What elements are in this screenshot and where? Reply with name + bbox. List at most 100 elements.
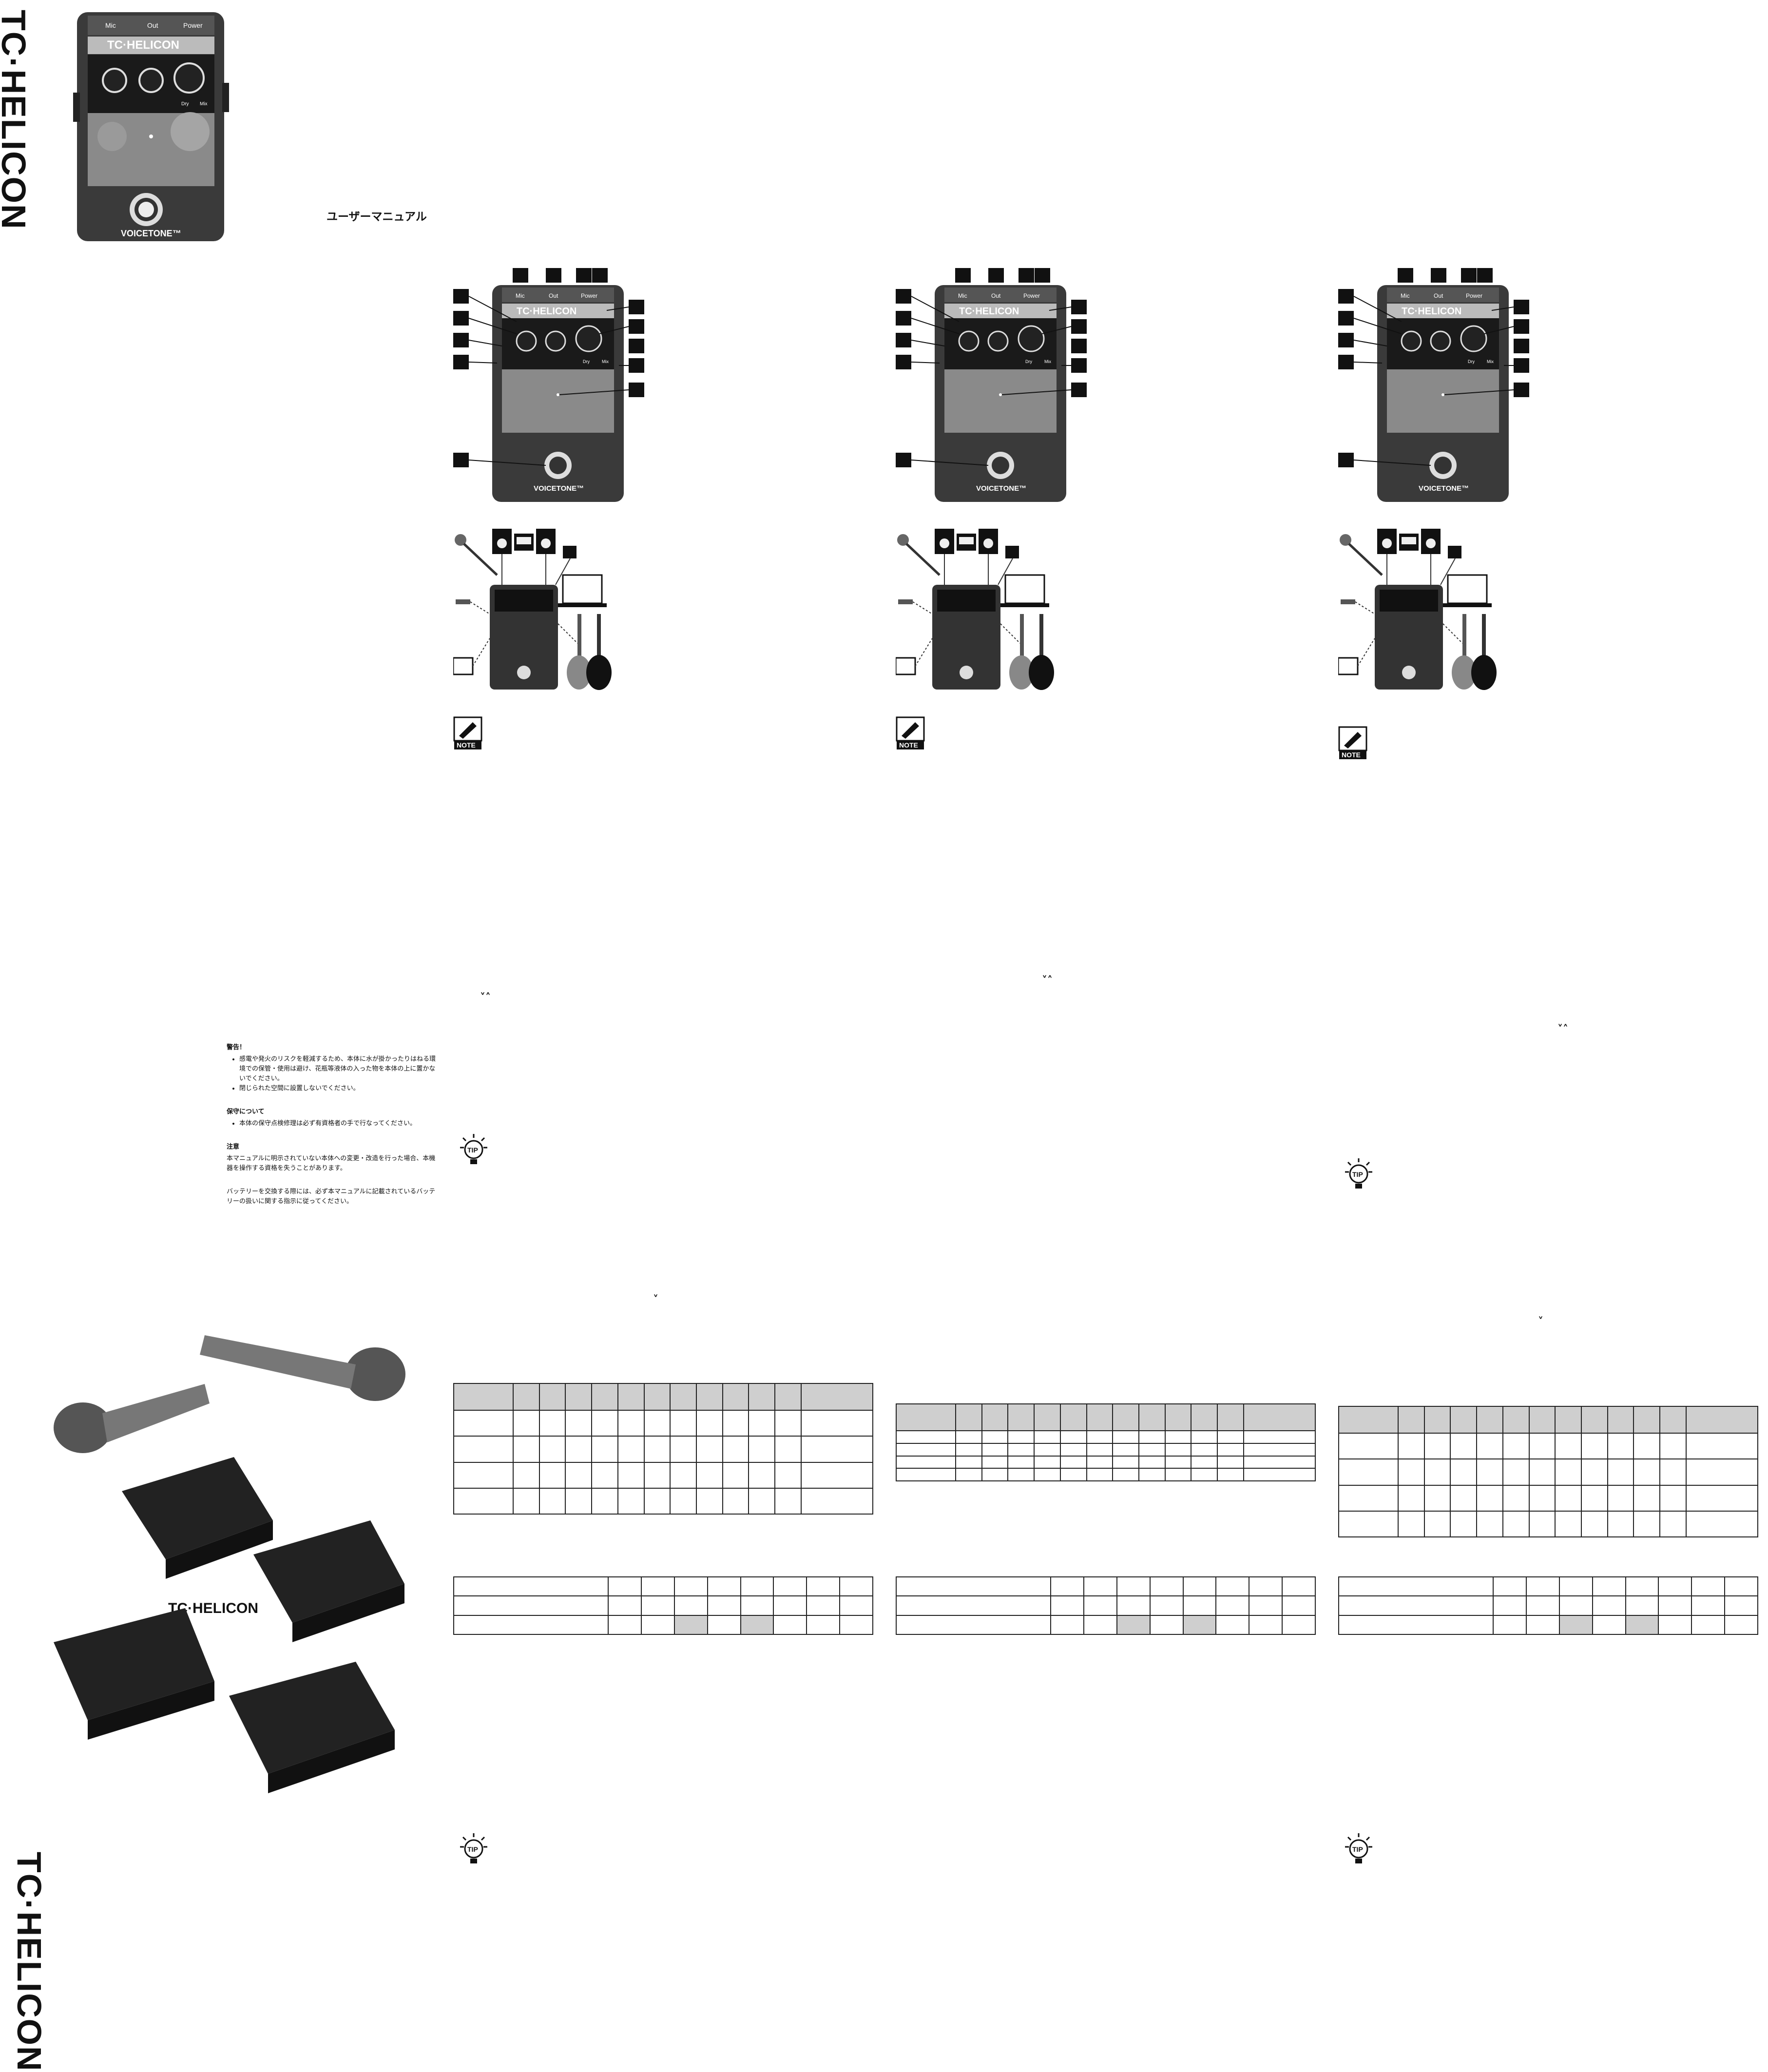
amp-icon [453,657,474,675]
connection-diagram [896,529,1054,690]
down-arrow-icon: ˅ [1538,1316,1543,1328]
laptop-icon [1443,574,1492,607]
cover-pedal-image: Mic Out Power TC·HELICON Dry Mix VOICETO… [73,12,229,241]
guitar-icon [567,614,591,690]
mixer-icon [957,534,976,551]
tip-icon: TIP [460,1833,487,1863]
connection-diagram [453,529,612,690]
product-family-photo: TC·HELICON [54,1335,405,1793]
knob-mix-label: Mix [602,359,609,364]
updown-arrow-icon: ˅˄ [1557,1023,1568,1036]
cover-knob-mix: Mix [200,101,208,107]
speaker-icon [1377,529,1397,554]
manual-panel: Mic Out Power TC·HELICON Dry Mix VOICETO… [453,0,882,2063]
updown-arrow-icon: ˅˄ [480,992,491,1004]
laptop-icon [1000,574,1049,607]
guitar-icon [586,614,612,690]
caution-heading: 注意 [227,1143,240,1151]
down-arrow-icon: ˅ [653,1294,658,1306]
amp-icon [896,657,916,675]
microphone-icon [200,1335,405,1401]
knob-dry-label: Dry [1025,359,1032,364]
cover-jack-out: Out [147,21,158,29]
speaker-icon [536,529,556,554]
updown-arrow-icon: ˅˄ [1042,975,1053,987]
power-adapter-icon [1005,546,1019,558]
pedal-icon [1375,585,1443,690]
cover-product-name: VOICETONE™ [121,229,181,238]
pedal-overview-diagram: Mic Out Power TC·HELICON Dry Mix VOICETO… [1338,268,1529,502]
knob-mix-label: Mix [1487,359,1494,364]
warning-item: 閉じられた空間に設置しないでください。 [239,1084,441,1094]
tip-label: TIP [467,1845,478,1853]
manual-panel: Mic Out Power TC·HELICON Dry Mix VOICETO… [896,0,1325,2063]
laptop-icon [558,574,607,607]
guitar-icon [1471,614,1497,690]
pedal-icon [932,585,1000,690]
jack-out-label: Out [549,292,558,299]
tip-icon: TIP [1345,1833,1372,1863]
jack-mic-label: Mic [1401,292,1410,299]
safety-warnings: 警告！ 感電や発火のリスクを軽減するため、本体に水が掛かったりはねる環境での保管… [227,1043,441,1220]
speaker-icon [492,529,512,554]
power-adapter-icon [563,546,577,558]
panel-logo: TC·HELICON [517,306,577,317]
cover-jack-power: Power [183,21,203,29]
headphone-jack-icon [1341,599,1355,604]
cover-knob-dry: Dry [181,101,189,107]
pedal-icon [490,585,558,690]
jack-mic-label: Mic [516,292,525,299]
brand-logo-top: TC·HELICON [0,10,33,230]
pedal-overview-diagram: Mic Out Power TC·HELICON Dry Mix VOICETO… [453,268,644,502]
key-table [453,1576,873,1635]
jack-power-label: Power [1023,292,1040,299]
tip-label: TIP [1352,1170,1363,1178]
guitar-icon [1029,614,1054,690]
jack-power-label: Power [1466,292,1482,299]
cover-logo: TC·HELICON [107,38,179,52]
tip-label: TIP [467,1146,478,1154]
microphone-icon [54,1384,210,1453]
power-adapter-icon [1448,546,1461,558]
knob-mix-label: Mix [1044,359,1051,364]
panel-logo: TC·HELICON [959,306,1019,317]
knob-dry-label: Dry [583,359,590,364]
note-label: NOTE [1342,751,1361,759]
speaker-icon [1421,529,1441,554]
pedal-overview-diagram: Mic Out Power TC·HELICON Dry Mix VOICETO… [896,268,1087,502]
note-label: NOTE [457,741,476,749]
panel-product-name: VOICETONE™ [534,484,584,493]
warning-item: 感電や発火のリスクを軽減するため、本体に水が掛かったりはねる環境での保管・使用は… [239,1055,441,1084]
jack-power-label: Power [581,292,597,299]
microphone-icon [897,534,941,576]
mode-table [1338,1406,1758,1538]
connection-diagram [1338,529,1497,690]
jack-out-label: Out [991,292,1001,299]
brand-logo-bottom: TC·HELICON [10,1852,48,2072]
note-icon: NOTE [896,716,925,749]
key-table [896,1576,1316,1635]
speaker-icon [979,529,998,554]
note-icon: NOTE [453,716,482,749]
battery-text: バッテリーを交換する際には、必ず本マニュアルに記載されているバッテリーの扱いに関… [227,1188,436,1205]
headphone-jack-icon [456,599,470,604]
panel-product-name: VOICETONE™ [1419,484,1469,493]
mixer-icon [1399,534,1419,551]
microphone-icon [455,534,498,576]
microphone-icon [1340,534,1383,576]
caution-text: 本マニュアルに明示されていない本体への変更・改造を行った場合、本機器を操作する資… [227,1155,436,1172]
tip-icon: TIP [460,1134,487,1164]
jack-out-label: Out [1434,292,1443,299]
tip-icon: TIP [1345,1158,1372,1189]
maintenance-heading: 保守について [227,1108,265,1115]
tip-label: TIP [1352,1845,1363,1853]
speaker-icon [935,529,954,554]
cover-jack-mic: Mic [105,21,116,29]
jack-mic-label: Mic [958,292,967,299]
panel-product-name: VOICETONE™ [976,484,1026,493]
guitar-icon [1452,614,1476,690]
maintenance-item: 本体の保守点検修理は必ず有資格者の手で行なってください。 [239,1119,441,1129]
mode-table [453,1383,873,1515]
panel-logo: TC·HELICON [1402,306,1461,317]
manual-panel: Mic Out Power TC·HELICON Dry Mix VOICETO… [1338,0,1767,2063]
